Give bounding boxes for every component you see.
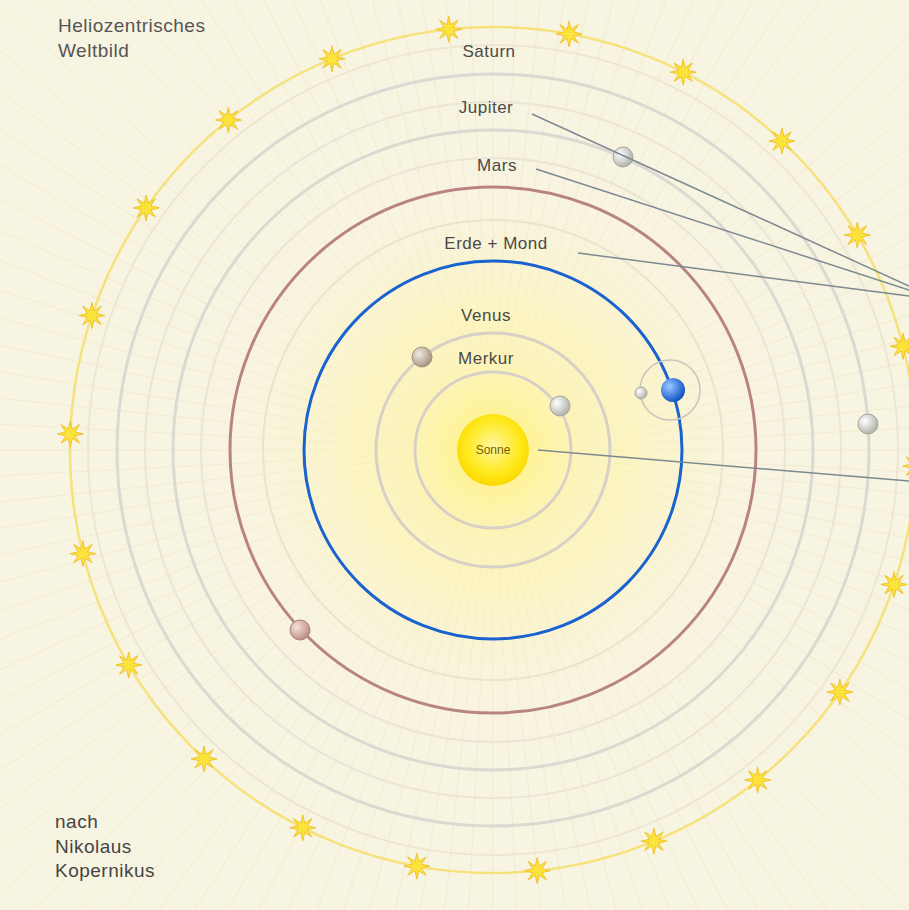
jupiter-orbit bbox=[173, 130, 813, 770]
star bbox=[844, 222, 870, 248]
sun-glow bbox=[363, 320, 623, 580]
faint-ring bbox=[88, 45, 898, 855]
mercury-orbit bbox=[415, 372, 571, 528]
earth-orbit bbox=[304, 261, 682, 639]
faint-ring bbox=[201, 158, 785, 742]
star bbox=[903, 453, 909, 479]
mercury-planet bbox=[550, 396, 570, 416]
saturn-planet bbox=[858, 414, 878, 434]
star bbox=[524, 858, 550, 884]
moon-orbit bbox=[640, 360, 700, 420]
orbits bbox=[70, 27, 909, 873]
leader-line bbox=[538, 450, 909, 481]
star-sphere bbox=[70, 27, 909, 873]
star bbox=[745, 767, 771, 793]
star bbox=[641, 828, 667, 854]
star bbox=[319, 46, 345, 72]
star bbox=[79, 302, 105, 328]
planet-label: Erde + Mond bbox=[444, 234, 547, 254]
sun-label: Sonne bbox=[476, 443, 511, 457]
planet-label: Saturn bbox=[462, 42, 515, 62]
planet-label: Venus bbox=[461, 306, 511, 326]
earth-planet bbox=[661, 378, 685, 402]
leader-line bbox=[532, 114, 909, 286]
star bbox=[404, 853, 430, 879]
star bbox=[116, 652, 142, 678]
mars-planet bbox=[290, 620, 310, 640]
star bbox=[881, 572, 907, 598]
planet-label: Jupiter bbox=[459, 98, 514, 118]
star bbox=[57, 421, 83, 447]
star bbox=[70, 541, 96, 567]
leader-lines bbox=[532, 114, 909, 481]
planet-label: Mars bbox=[477, 156, 517, 176]
faint-ring bbox=[263, 220, 723, 680]
star bbox=[670, 59, 696, 85]
saturn-orbit bbox=[117, 74, 869, 826]
venus-planet bbox=[412, 347, 432, 367]
star bbox=[133, 195, 159, 221]
faint-ring bbox=[145, 102, 841, 798]
star bbox=[215, 107, 241, 133]
diagram-title: Heliozentrisches Weltbild bbox=[58, 14, 238, 63]
fixed-stars bbox=[57, 16, 909, 883]
moon bbox=[635, 387, 647, 399]
star bbox=[556, 21, 582, 47]
leader-line bbox=[578, 253, 909, 296]
planet-label: Merkur bbox=[458, 349, 514, 369]
sun-glow-outer bbox=[193, 150, 793, 750]
star bbox=[436, 16, 462, 42]
diagram-caption: nach Nikolaus Kopernikus bbox=[55, 810, 167, 884]
sun-node: Sonne bbox=[457, 414, 529, 486]
venus-orbit bbox=[376, 333, 610, 567]
star bbox=[191, 746, 217, 772]
sun bbox=[457, 414, 529, 486]
jupiter-planet bbox=[613, 147, 633, 167]
planets bbox=[290, 147, 878, 640]
star bbox=[769, 128, 795, 154]
star bbox=[890, 333, 909, 359]
star bbox=[290, 815, 316, 841]
star bbox=[827, 679, 853, 705]
